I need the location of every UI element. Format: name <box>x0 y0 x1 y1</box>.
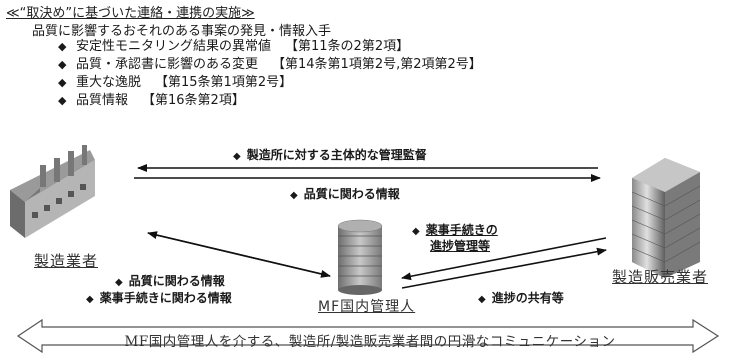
case-text: 品質・承認書に影響のある変更 <box>76 57 259 72</box>
arrow-mf-to-mah <box>401 247 607 289</box>
case-item: ◆ 安定性モニタリング結果の異常値【第11条の2第2項】 <box>58 38 482 56</box>
actor-manufacturer: 製造業者 <box>34 252 99 270</box>
mah-building-icon <box>631 158 701 278</box>
label-quality-info-top: ◆品質に関わる情報 <box>290 187 400 201</box>
case-reference: 【第16条第2項】 <box>142 93 245 108</box>
label-supervision: ◆製造所に対する主体的な管理監督 <box>233 148 427 162</box>
communication-banner-text: MF国内管理人を介する、製造所/製造販売業者間の円滑なコミュニケーション <box>124 334 616 350</box>
diamond-bullet-icon: ◆ <box>233 151 241 162</box>
case-list: ◆ 安定性モニタリング結果の異常値【第11条の2第2項】 ◆ 品質・承認書に影響のあ… <box>58 38 482 110</box>
case-text: 安定性モニタリング結果の異常値 <box>76 39 272 54</box>
label-mf-procedure-info: ◆薬事手続きに関わる情報 <box>86 291 232 305</box>
actor-mah: 製造販売業者 <box>612 268 709 286</box>
diamond-bullet-icon: ◆ <box>412 226 420 237</box>
section-subtitle: 品質に影響するおそれのある事案の発見・情報入手 <box>32 24 332 39</box>
diagram-title: ≪“取決め”に基づいた連絡・連携の実施≫ <box>6 6 255 21</box>
diamond-bullet-icon: ◆ <box>86 294 94 305</box>
label-mah-progress-line2: 進捗管理等 <box>430 239 491 253</box>
label-mf-quality-info: ◆品質に関わる情報 <box>115 274 225 288</box>
diamond-bullet-icon: ◆ <box>58 40 67 53</box>
case-reference: 【第11条の2第2項】 <box>285 39 410 54</box>
case-text: 品質情報 <box>76 93 129 108</box>
actor-mf-agent: MF国内管理人 <box>318 299 416 315</box>
case-item: ◆ 重大な逸脱【第15条第1項第2号】 <box>58 74 482 92</box>
diamond-bullet-icon: ◆ <box>58 94 67 107</box>
arrow-manufacturer-mf-a <box>147 232 331 278</box>
case-item: ◆ 品質・承認書に影響のある変更【第14条第1項第2号,第2項第2号】 <box>58 56 482 74</box>
communication-banner-arrow <box>16 318 720 354</box>
arrow-mah-to-mf <box>401 237 607 281</box>
case-reference: 【第14条第1項第2号,第2項第2号】 <box>272 57 482 72</box>
factory-icon <box>10 145 95 238</box>
label-mah-progress: ◆薬事手続きの <box>412 223 498 237</box>
mf-agent-building-icon <box>337 219 383 295</box>
case-text: 重大な逸脱 <box>76 75 142 90</box>
case-reference: 【第15条第1項第2号】 <box>155 75 293 90</box>
label-progress-share: ◆進捗の共有等 <box>478 291 564 305</box>
diamond-bullet-icon: ◆ <box>115 277 123 288</box>
diamond-bullet-icon: ◆ <box>290 190 298 201</box>
diamond-bullet-icon: ◆ <box>58 58 67 71</box>
diamond-bullet-icon: ◆ <box>478 294 486 305</box>
diamond-bullet-icon: ◆ <box>58 76 67 89</box>
case-item: ◆ 品質情報【第16条第2項】 <box>58 92 482 110</box>
